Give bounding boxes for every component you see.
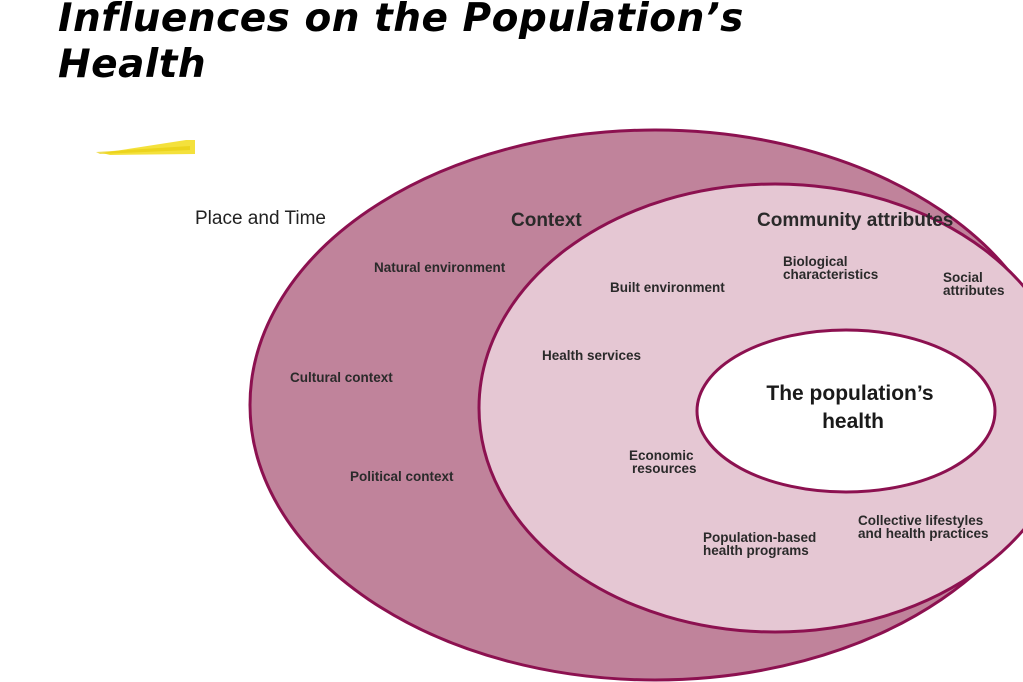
population-programs-label-1: Population-based: [703, 530, 816, 545]
collective-lifestyles-label-1: Collective lifestyles: [858, 513, 983, 528]
cultural-context-label: Cultural context: [290, 370, 393, 385]
context-label: Context: [511, 210, 582, 231]
population-health-label-1: The population’s: [766, 382, 933, 405]
population-health-label-2: health: [822, 410, 884, 433]
collective-lifestyles-label-2: and health practices: [858, 526, 989, 541]
political-context-label: Political context: [350, 469, 454, 484]
social-attributes-label-2: attributes: [943, 283, 1005, 298]
economic-resources-label-1: Economic: [629, 448, 694, 463]
built-environment-label: Built environment: [610, 280, 725, 295]
economic-resources-label-2: resources: [632, 461, 697, 476]
highlighter-accent-streak: [96, 146, 190, 154]
slide-title: Influences on the Population’s Health: [58, 0, 744, 87]
population-programs-label-2: health programs: [703, 543, 809, 558]
biological-characteristics-label-2: characteristics: [783, 267, 878, 282]
community-attributes-label: Community attributes: [757, 210, 953, 231]
health-services-label: Health services: [542, 348, 641, 363]
place-and-time-label: Place and Time: [195, 208, 326, 229]
biological-characteristics-label-1: Biological: [783, 254, 848, 269]
social-attributes-label-1: Social: [943, 270, 983, 285]
population-health-ellipse: [695, 328, 997, 494]
natural-environment-label: Natural environment: [374, 260, 506, 275]
